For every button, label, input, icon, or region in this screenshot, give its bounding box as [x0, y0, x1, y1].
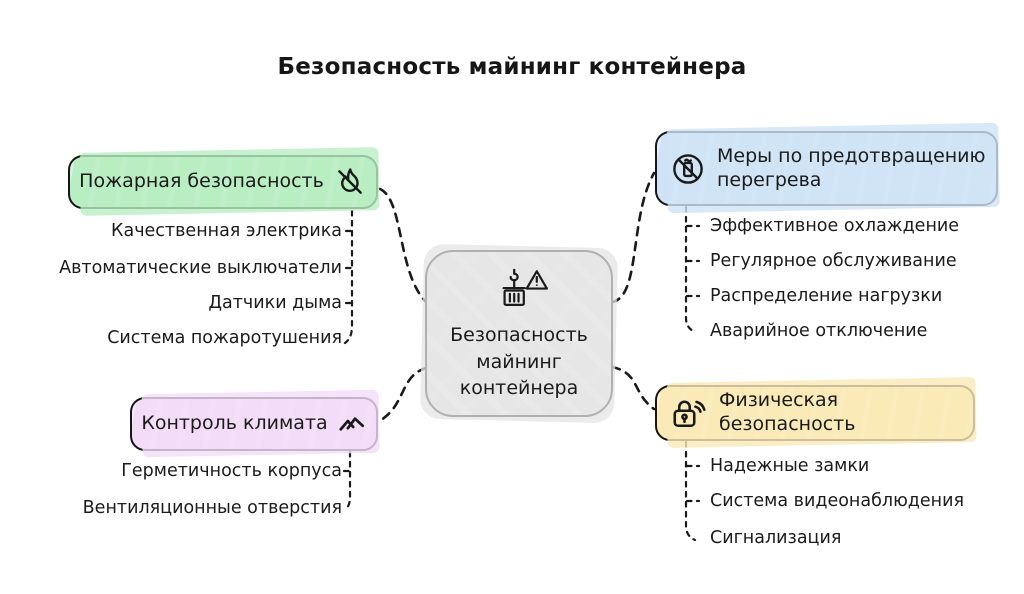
- list-item: Сигнализация: [710, 528, 842, 548]
- page-title: Безопасность майнинг контейнера: [277, 54, 747, 80]
- list-item: Распределение нагрузки: [710, 286, 943, 306]
- no-overheat-icon: [669, 150, 707, 188]
- central-node-label: Безопасность майнинг контейнера: [450, 323, 588, 400]
- list-item: Надежные замки: [710, 456, 870, 476]
- branch-climate-control-label: Контроль климата: [141, 412, 328, 435]
- branch-overheat-prevention-label: Меры по предотвращению перегрева: [717, 144, 986, 191]
- smart-lock-icon: [669, 395, 709, 431]
- container-crane-warning-icon: [487, 265, 551, 315]
- list-item: Система видеонаблюдения: [710, 491, 965, 511]
- list-item: Аварийное отключение: [710, 321, 928, 341]
- branch-climate-control[interactable]: Контроль климата: [130, 397, 378, 451]
- list-item: Герметичность корпуса: [121, 461, 342, 481]
- list-item: Датчики дыма: [208, 293, 342, 313]
- mountains-icon: [337, 411, 367, 437]
- flame-off-icon: [333, 165, 367, 199]
- list-item: Вентиляционные отверстия: [82, 498, 342, 518]
- list-item: Эффективное охлаждение: [710, 216, 960, 236]
- list-item: Качественная электрика: [111, 221, 342, 241]
- branch-overheat-prevention[interactable]: Меры по предотвращению перегрева: [655, 131, 998, 206]
- list-item: Система пожаротушения: [107, 328, 342, 348]
- branch-fire-safety[interactable]: Пожарная безопасность: [68, 155, 378, 209]
- central-node[interactable]: Безопасность майнинг контейнера: [425, 250, 613, 417]
- branch-physical-security[interactable]: Физическая безопасность: [655, 385, 975, 441]
- branch-physical-security-label: Физическая безопасность: [719, 389, 856, 435]
- list-item: Автоматические выключатели: [59, 258, 342, 278]
- list-item: Регулярное обслуживание: [710, 251, 957, 271]
- branch-fire-safety-label: Пожарная безопасность: [79, 170, 324, 193]
